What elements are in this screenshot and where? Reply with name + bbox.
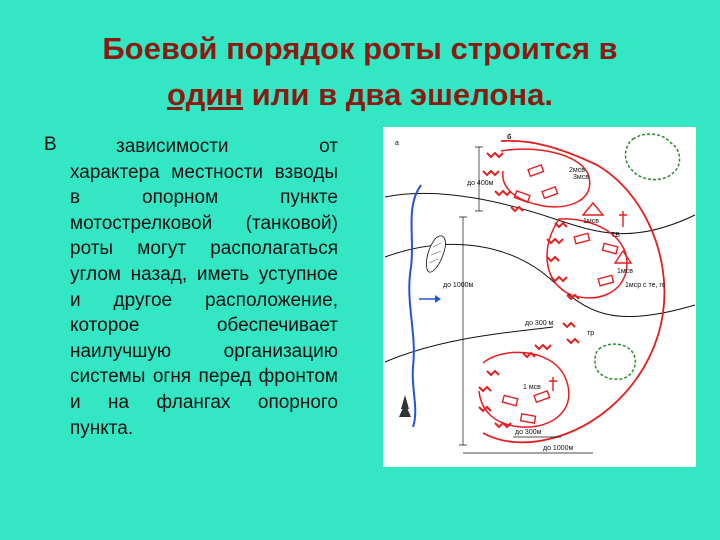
lake-hatching xyxy=(428,242,442,264)
forest-icon-top xyxy=(624,133,681,181)
dimension-label-400: до 400м xyxy=(467,180,494,187)
minor-label-1: 1мсв xyxy=(583,218,599,225)
command-post-markers xyxy=(549,201,633,391)
dimension-label-1000-left: до 1000м xyxy=(443,282,473,289)
river-line xyxy=(408,184,422,428)
body-paragraph: зависимости от характера местности взвод… xyxy=(70,134,338,441)
trench-marks-bottom xyxy=(478,321,580,429)
unit-label-1-msv: 1 мсв xyxy=(523,384,541,391)
label-b: б xyxy=(507,133,512,141)
terrain-line-bottom xyxy=(384,326,554,363)
vehicle-markers xyxy=(501,163,619,424)
diagram-svg: а б xyxy=(384,133,696,454)
dimension-lines xyxy=(459,146,593,454)
flank-label: 1мср с те, гс xyxy=(625,282,666,289)
minor-label-2: тр xyxy=(587,330,594,337)
bullet-letter: В xyxy=(44,134,57,155)
title-line-2-rest: или в два эшелона. xyxy=(243,77,553,112)
dimension-label-300-right: до 300 м xyxy=(525,320,554,327)
terrain-line-top xyxy=(384,192,696,235)
label-a: а xyxy=(395,140,399,147)
trench-marks-middle xyxy=(546,221,580,301)
outer-boundary-line xyxy=(482,139,666,444)
slide-title: Боевой порядок роты строится в один или … xyxy=(40,26,680,118)
platoon-area-top xyxy=(500,148,591,208)
platoon-area-middle xyxy=(546,218,628,299)
unit-label-3msv: 3мсв xyxy=(573,174,589,181)
forest-icon-bottom xyxy=(594,343,637,381)
tree-icon xyxy=(399,395,411,417)
dimension-label-1000-bottom: до 1000м xyxy=(543,445,573,452)
lake-shape xyxy=(426,235,446,273)
dimension-label-300-bottom: до 300м xyxy=(515,429,542,436)
title-underlined-word: один xyxy=(167,77,244,112)
title-line-2: один или в два эшелона. xyxy=(40,72,680,118)
body-text: зависимости от характера местности взвод… xyxy=(70,136,338,439)
tactical-diagram: а б xyxy=(383,127,696,467)
trench-marks-top xyxy=(482,151,524,213)
platoon-area-bottom xyxy=(478,351,570,428)
unit-label-2msv: 2мсв xyxy=(569,167,585,174)
unit-label-1msv: 1мсв xyxy=(617,268,633,275)
minor-label-3: ТВ xyxy=(611,232,620,239)
direction-arrow-icon xyxy=(435,295,441,303)
title-line-1: Боевой порядок роты строится в xyxy=(102,31,618,66)
